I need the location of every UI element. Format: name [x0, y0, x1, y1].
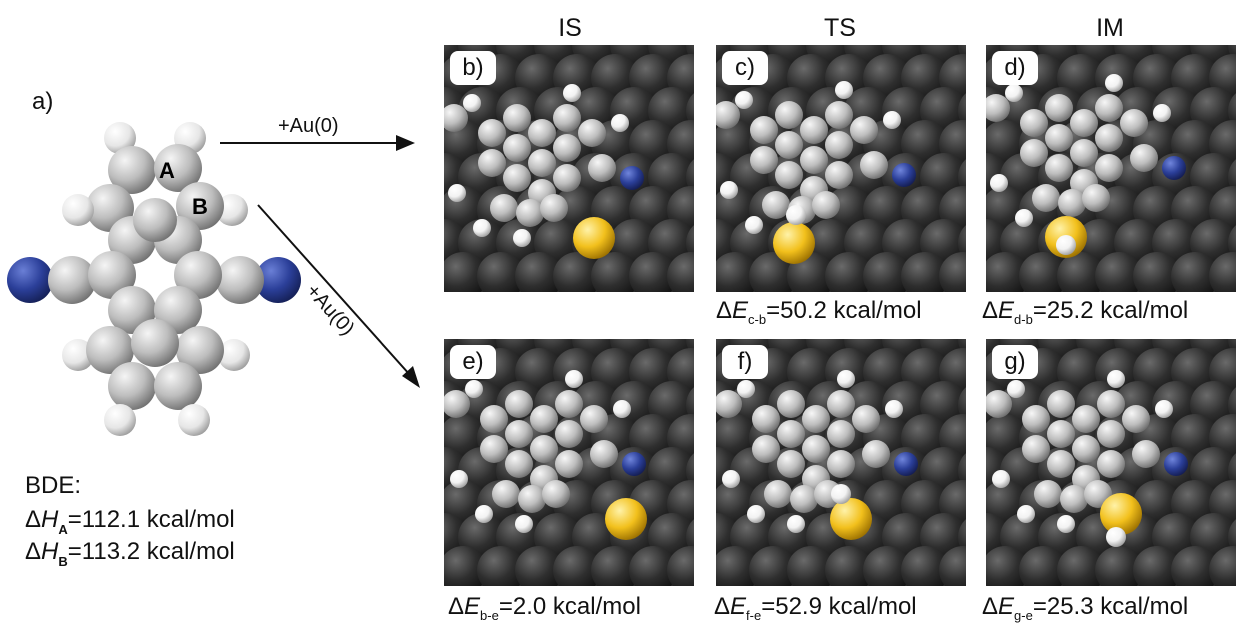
panel-b: b) [444, 45, 694, 292]
column-header-im: IM [1096, 14, 1124, 42]
panel-b-scene [444, 45, 694, 292]
column-header-ts: TS [824, 14, 856, 42]
panel-c: c) [716, 45, 966, 292]
atom-label-b: B [192, 194, 208, 219]
panel-f-label: f) [722, 345, 768, 379]
panel-c-scene [716, 45, 966, 292]
energy-f: ΔEf-e=52.9 kcal/mol [714, 593, 917, 623]
panel-c-label: c) [722, 51, 768, 85]
panel-f: f) [716, 339, 966, 586]
molecule-a: A B [7, 122, 301, 436]
panel-f-scene [716, 339, 966, 586]
panel-b-label: b) [450, 51, 496, 85]
panel-g-scene [986, 339, 1236, 586]
panel-g: g) [986, 339, 1236, 586]
energy-c: ΔEc-b=50.2 kcal/mol [716, 297, 922, 327]
reaction-arrows [220, 135, 420, 388]
column-header-is: IS [558, 14, 582, 42]
panel-e-scene [444, 339, 694, 586]
panel-e: e) [444, 339, 694, 586]
panel-e-label: e) [450, 345, 496, 379]
bde-h-b: ΔHB=113.2 kcal/mol [25, 538, 235, 569]
panel-d: d) [986, 45, 1236, 292]
bde-title: BDE: [25, 472, 82, 499]
panel-d-label: d) [992, 51, 1038, 85]
bde-h-a: ΔHA=112.1 kcal/mol [25, 506, 235, 537]
atom-label-a: A [159, 158, 175, 183]
panel-g-label: g) [992, 345, 1038, 379]
energy-e: ΔEb-e=2.0 kcal/mol [448, 593, 641, 623]
arrow-label-upper: +Au(0) [278, 115, 339, 137]
energy-g: ΔEg-e=25.3 kcal/mol [982, 593, 1189, 623]
energy-d: ΔEd-b=25.2 kcal/mol [982, 297, 1189, 327]
panel-a-label: a) [32, 88, 54, 115]
